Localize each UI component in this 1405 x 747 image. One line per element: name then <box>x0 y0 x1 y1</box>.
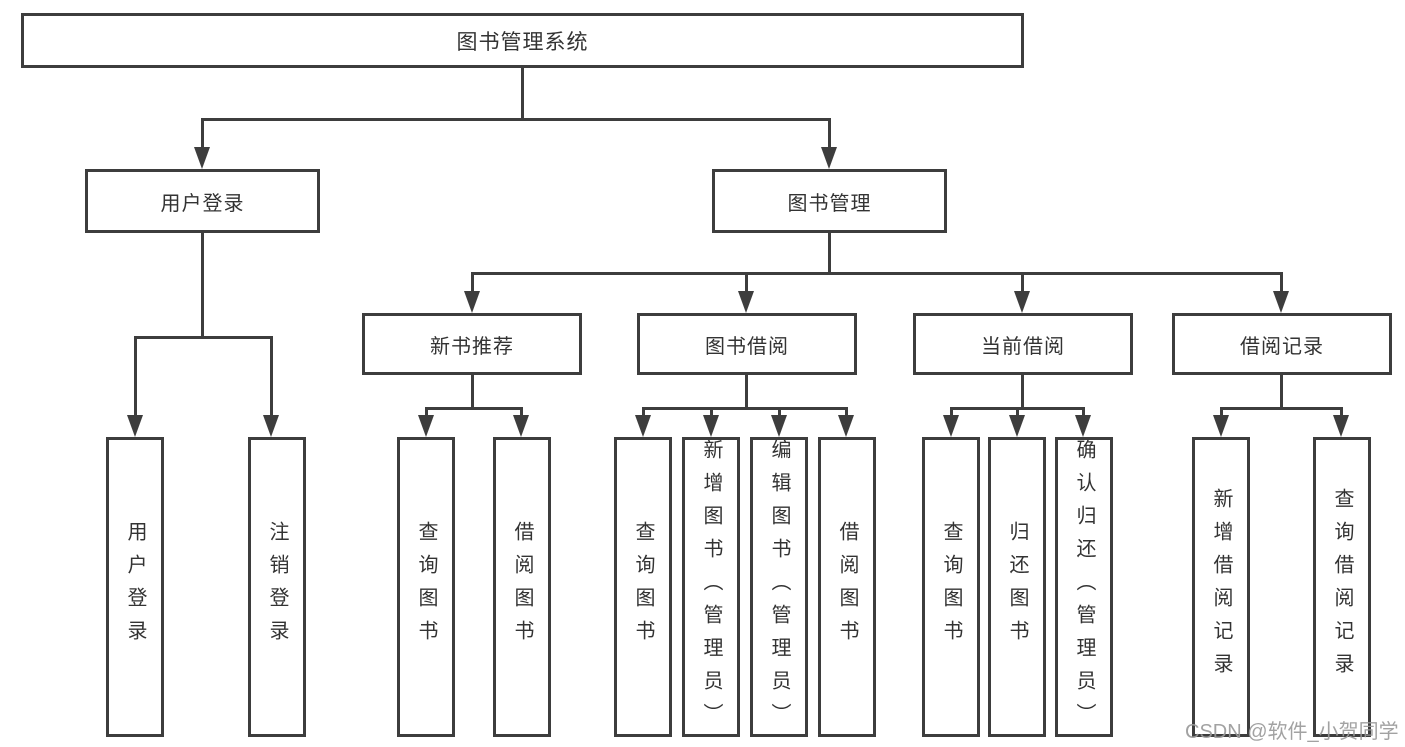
node-library-system-label: 图书管理系统 <box>456 30 589 54</box>
node-library-system: 图书管理系统 <box>21 13 1024 68</box>
arrowhead-leaf2 <box>263 415 279 437</box>
connector-bookmgmt-drop <box>828 233 831 275</box>
arrowhead-leaf5 <box>635 415 651 437</box>
leaf-label: 编辑图书（管理员） <box>768 438 790 736</box>
leaf-label: 借阅图书 <box>836 521 858 653</box>
arrowhead-leaf7 <box>771 415 787 437</box>
arrowhead-user-login <box>194 147 210 169</box>
leaf-label: 查询图书 <box>632 521 654 653</box>
connector-stem-leaf8 <box>845 407 848 417</box>
connector-stem-records <box>1280 272 1283 294</box>
arrowhead-book-mgmt <box>821 147 837 169</box>
leaf-label: 注销登录 <box>266 521 288 653</box>
node-user-login: 用户登录 <box>85 169 320 233</box>
arrowhead-leaf6 <box>703 415 719 437</box>
node-current-borrow: 当前借阅 <box>913 313 1133 375</box>
arrowhead-leaf9 <box>943 415 959 437</box>
arrowhead-current <box>1014 291 1030 313</box>
connector-userlogin-drop <box>201 233 204 339</box>
node-borrow-books: 借阅图书 <box>818 437 876 737</box>
leaf-label: 查询图书 <box>415 521 437 653</box>
node-query-books-borrow: 查询图书 <box>614 437 672 737</box>
connector-stem-leaf10 <box>1016 407 1019 417</box>
connector-userlogin-bar <box>134 336 273 339</box>
arrowhead-leaf4 <box>513 415 529 437</box>
node-book-management: 图书管理 <box>712 169 947 233</box>
node-current-borrow-label: 当前借阅 <box>981 335 1065 358</box>
node-book-borrow-label: 图书借阅 <box>705 335 789 358</box>
leaf-label: 新增借阅记录 <box>1210 488 1232 686</box>
node-book-borrow: 图书借阅 <box>637 313 857 375</box>
arrowhead-leaf12 <box>1213 415 1229 437</box>
node-borrow-books-recommend: 借阅图书 <box>493 437 551 737</box>
arrowhead-borrow <box>738 291 754 313</box>
connector-records-bar <box>1220 407 1343 410</box>
connector-stem-leaf6 <box>710 407 713 417</box>
connector-newrec-drop <box>471 375 474 410</box>
node-add-books-admin: 新增图书（管理员） <box>682 437 740 737</box>
node-borrow-records-label: 借阅记录 <box>1240 335 1324 358</box>
arrowhead-leaf3 <box>418 415 434 437</box>
leaf-label: 借阅图书 <box>511 521 533 653</box>
node-query-books-recommend: 查询图书 <box>397 437 455 737</box>
node-book-management-label: 图书管理 <box>787 192 872 215</box>
connector-stem-leaf9 <box>950 407 953 417</box>
connector-stem-new-rec <box>471 272 474 294</box>
leaf-label: 查询图书 <box>940 521 962 653</box>
connector-stem-current <box>1021 272 1024 294</box>
connector-stem-leaf13 <box>1340 407 1343 417</box>
connector-stem-leaf2 <box>270 336 273 418</box>
leaf-label: 查询借阅记录 <box>1331 488 1353 686</box>
arrowhead-leaf13 <box>1333 415 1349 437</box>
connector-root-bar <box>201 118 831 121</box>
connector-stem-leaf5 <box>642 407 645 417</box>
connector-borrow-drop <box>745 375 748 410</box>
connector-records-drop <box>1280 375 1283 410</box>
node-confirm-return-admin: 确认归还（管理员） <box>1055 437 1113 737</box>
arrowhead-leaf10 <box>1009 415 1025 437</box>
connector-stem-user-login <box>201 118 204 150</box>
node-query-borrow-record: 查询借阅记录 <box>1313 437 1371 737</box>
node-edit-books-admin: 编辑图书（管理员） <box>750 437 808 737</box>
connector-stem-leaf4 <box>520 407 523 417</box>
connector-stem-leaf12 <box>1220 407 1223 417</box>
arrowhead-leaf1 <box>127 415 143 437</box>
connector-stem-leaf1 <box>134 336 137 418</box>
node-query-books-current: 查询图书 <box>922 437 980 737</box>
arrowhead-new-rec <box>464 291 480 313</box>
connector-stem-leaf7 <box>778 407 781 417</box>
leaf-label: 确认归还（管理员） <box>1073 438 1095 736</box>
connector-stem-leaf11 <box>1082 407 1085 417</box>
connector-stem-borrow <box>745 272 748 294</box>
node-return-books: 归还图书 <box>988 437 1046 737</box>
leaf-label: 新增图书（管理员） <box>700 438 722 736</box>
node-new-book-recommend-label: 新书推荐 <box>430 335 514 358</box>
node-user-login-label: 用户登录 <box>160 192 245 215</box>
node-logout-login: 注销登录 <box>248 437 306 737</box>
connector-current-drop <box>1021 375 1024 410</box>
arrowhead-records <box>1273 291 1289 313</box>
leaf-label: 归还图书 <box>1006 521 1028 653</box>
node-borrow-records: 借阅记录 <box>1172 313 1392 375</box>
connector-bookmgmt-bar <box>471 272 1283 275</box>
connector-root-drop <box>521 68 524 119</box>
connector-stem-book-mgmt <box>828 118 831 150</box>
csdn-watermark: CSDN @软件_小贺同学 <box>1185 721 1399 743</box>
connector-newrec-bar <box>425 407 523 410</box>
connector-borrow-bar <box>642 407 848 410</box>
node-user-login-leaf: 用户登录 <box>106 437 164 737</box>
node-add-borrow-record: 新增借阅记录 <box>1192 437 1250 737</box>
arrowhead-leaf11 <box>1075 415 1091 437</box>
node-new-book-recommend: 新书推荐 <box>362 313 582 375</box>
leaf-label: 用户登录 <box>124 521 146 653</box>
connector-stem-leaf3 <box>425 407 428 417</box>
arrowhead-leaf8 <box>838 415 854 437</box>
